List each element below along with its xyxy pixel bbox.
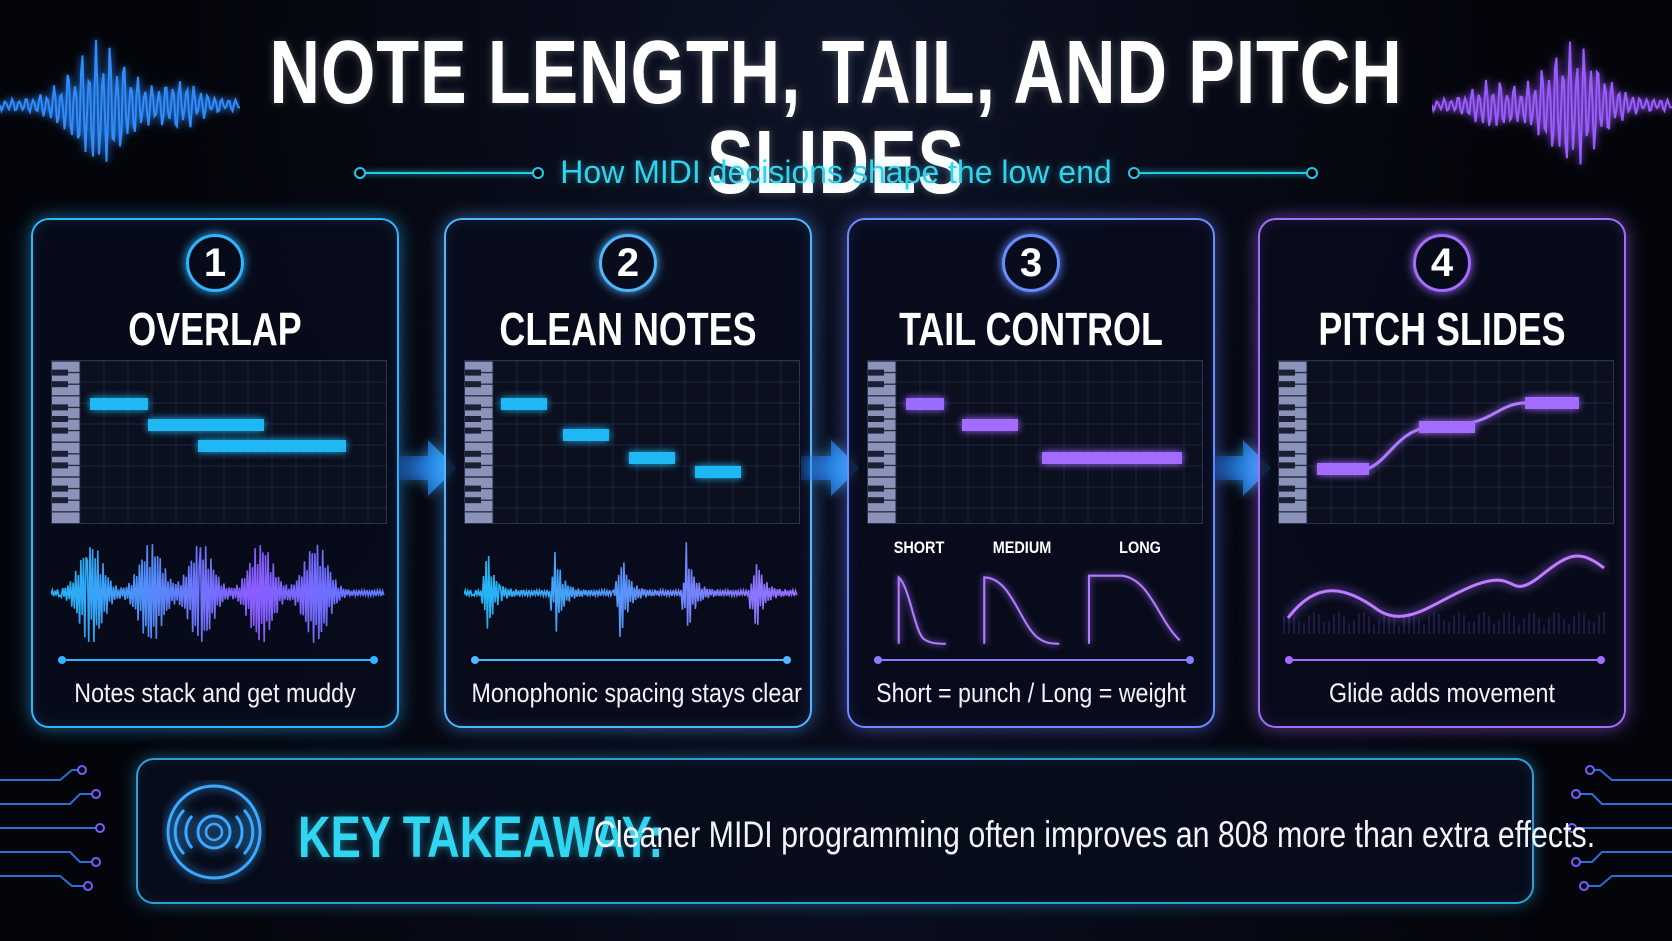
muddy-waveform <box>51 544 385 643</box>
panel-divider <box>874 656 1194 664</box>
panel-title: CLEAN NOTES <box>499 303 757 355</box>
panel-divider <box>471 656 791 664</box>
panel-clean-notes: 2 CLEAN NOTES Monophonic spacing stays c… <box>444 218 812 728</box>
piano-roll <box>464 360 800 524</box>
panel-caption: Monophonic spacing stays clear <box>471 678 802 708</box>
midi-note <box>148 419 264 431</box>
midi-note <box>198 440 346 452</box>
arrow-right-icon <box>801 440 859 496</box>
glide-curve <box>1286 554 1605 619</box>
midi-note <box>563 429 609 441</box>
midi-note <box>1042 452 1182 464</box>
step-number-badge: 3 <box>1002 234 1060 292</box>
subtitle-left-line <box>354 166 545 179</box>
midi-note <box>1525 397 1579 409</box>
page-title: NOTE LENGTH, TAIL, AND PITCH SLIDES <box>269 23 1403 213</box>
arrow-right-icon <box>398 440 456 496</box>
left-circuit-decoration <box>0 765 105 891</box>
subtitle-row: How MIDI decisions shape the low end <box>0 154 1672 191</box>
panel-title: TAIL CONTROL <box>899 303 1163 355</box>
envelope-label-long: LONG <box>1119 538 1161 557</box>
envelope-long <box>1087 574 1181 644</box>
takeaway-label: KEY TAKEAWAY: <box>298 805 664 870</box>
panel-caption: Glide adds movement <box>1329 678 1555 708</box>
panel-divider <box>58 656 378 664</box>
panel-divider <box>1285 656 1605 664</box>
midi-note <box>962 419 1018 431</box>
midi-note <box>501 398 547 410</box>
envelope-short <box>897 575 946 645</box>
subtitle-right-line <box>1127 166 1318 179</box>
panel-overlap: 1 OVERLAP Notes stack and get muddy <box>31 218 399 728</box>
midi-note <box>629 452 675 464</box>
right-waveform-decoration <box>1432 41 1672 165</box>
right-circuit-decoration <box>1567 765 1672 891</box>
arrow-right-icon <box>1213 440 1271 496</box>
panel-title: PITCH SLIDES <box>1318 303 1566 355</box>
midi-note <box>906 398 944 410</box>
envelope-curves <box>897 574 1181 645</box>
panel-caption: Notes stack and get muddy <box>74 678 356 708</box>
midi-note <box>1317 463 1369 475</box>
step-number-badge: 4 <box>1413 234 1471 292</box>
takeaway-text: Cleaner MIDI programming often improves … <box>594 814 1596 855</box>
piano-roll <box>867 360 1203 524</box>
panel-title: OVERLAP <box>128 303 302 355</box>
panel-tail-control: 3 TAIL CONTROL SHORT MEDIUM LONG Short =… <box>847 218 1215 728</box>
piano-roll <box>51 360 387 524</box>
step-number-badge: 2 <box>599 234 657 292</box>
envelope-medium <box>983 576 1060 645</box>
midi-note <box>695 466 741 478</box>
panel-caption: Short = punch / Long = weight <box>876 678 1186 708</box>
page-subtitle: How MIDI decisions shape the low end <box>560 154 1112 190</box>
step-number-badge: 1 <box>186 234 244 292</box>
midi-note <box>1419 421 1475 433</box>
piano-roll <box>1278 360 1614 524</box>
midi-note <box>90 398 148 410</box>
glide-waveform <box>1283 554 1605 634</box>
panel-pitch-slides: 4 PITCH SLIDES Glide adds movement <box>1258 218 1626 728</box>
glide-line <box>1366 401 1526 471</box>
envelope-label-medium: MEDIUM <box>992 538 1052 557</box>
key-takeaway-box: KEY TAKEAWAY: Cleaner MIDI programming o… <box>136 758 1595 904</box>
envelope-label-short: SHORT <box>893 538 945 557</box>
speaker-icon <box>166 784 262 880</box>
left-waveform-decoration <box>0 39 240 162</box>
clean-waveform <box>464 542 798 637</box>
